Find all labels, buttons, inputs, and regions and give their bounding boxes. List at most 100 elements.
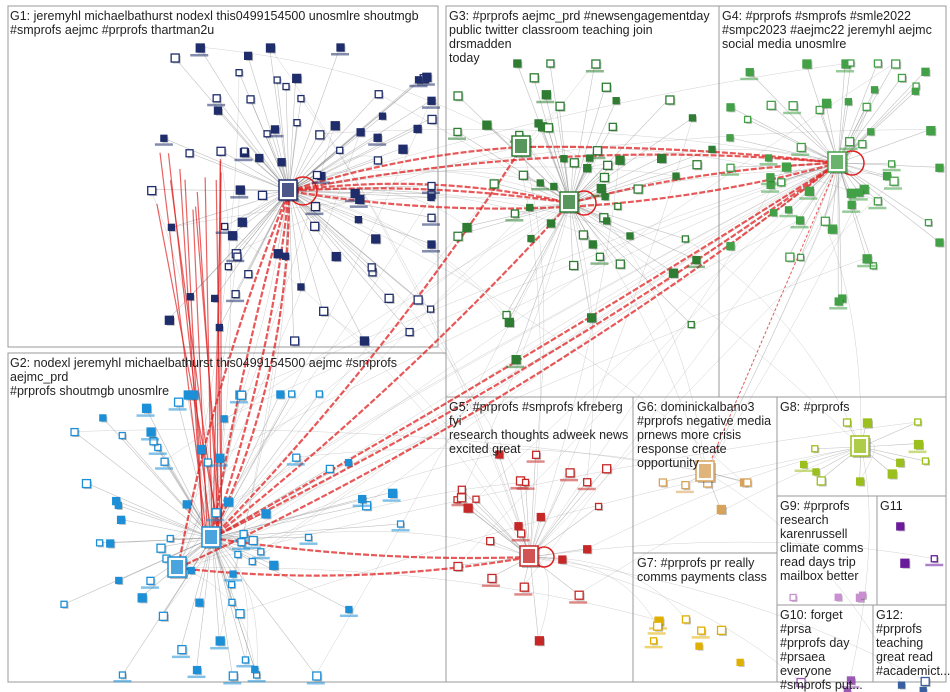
network-node[interactable] [331,122,341,132]
network-node[interactable] [172,646,190,659]
network-node[interactable] [236,70,244,78]
network-node[interactable] [355,217,363,225]
network-node[interactable] [197,446,207,456]
network-node[interactable] [586,60,604,73]
network-node[interactable] [868,129,876,137]
network-node[interactable] [863,103,872,112]
network-node[interactable] [241,148,249,156]
network-node[interactable] [375,91,384,100]
network-node[interactable] [245,52,254,61]
network-node[interactable] [615,203,623,211]
network-node[interactable] [252,549,270,560]
network-node[interactable] [727,135,735,143]
network-node[interactable] [340,607,358,618]
network-node[interactable] [190,391,200,401]
network-node[interactable] [320,307,330,317]
network-node[interactable] [688,322,696,330]
network-node[interactable] [360,337,370,347]
hub-node-g4[interactable] [828,152,848,174]
network-node[interactable] [795,462,813,473]
network-node[interactable] [527,205,535,213]
network-node[interactable] [337,147,345,155]
network-node[interactable] [584,165,593,174]
network-node[interactable] [899,682,907,690]
network-node[interactable] [506,356,524,369]
hub-node-g2[interactable] [168,557,188,579]
network-node[interactable] [118,516,127,525]
network-node[interactable] [645,638,663,649]
network-node[interactable] [791,217,809,229]
network-node[interactable] [183,501,192,510]
network-node[interactable] [778,179,787,188]
network-node[interactable] [505,318,515,328]
network-node[interactable] [225,264,233,272]
network-node[interactable] [399,145,409,155]
network-node[interactable] [212,295,220,303]
network-node[interactable] [165,316,175,326]
network-node[interactable] [171,54,181,64]
network-node[interactable] [97,540,105,548]
network-node[interactable] [673,173,681,181]
network-node[interactable] [368,134,386,146]
network-node[interactable] [422,97,440,109]
network-node[interactable] [235,551,243,559]
network-node[interactable] [278,159,287,168]
network-node[interactable] [556,102,566,112]
network-node[interactable] [274,77,282,85]
network-node[interactable] [428,306,436,314]
network-node[interactable] [307,672,325,685]
hub-node-g3[interactable] [512,136,532,158]
network-node[interactable] [551,183,559,191]
network-node[interactable] [803,60,813,70]
network-node[interactable] [247,96,256,105]
network-node[interactable] [331,44,349,56]
network-node[interactable] [454,92,464,102]
network-node[interactable] [332,253,342,263]
network-node[interactable] [530,74,540,84]
network-node[interactable] [311,222,321,232]
network-node[interactable] [406,329,415,338]
hub-node-g2[interactable] [202,527,222,549]
network-node[interactable] [570,261,580,271]
network-node[interactable] [922,68,931,77]
network-node[interactable] [860,592,868,600]
network-node[interactable] [368,264,377,273]
network-node[interactable] [252,666,259,674]
network-node[interactable] [490,180,500,190]
network-node[interactable] [589,241,598,250]
network-node[interactable] [569,591,587,604]
network-node[interactable] [262,510,272,520]
network-node[interactable] [828,225,838,235]
network-node[interactable] [537,514,546,523]
network-node[interactable] [590,253,608,264]
network-node[interactable] [71,429,80,438]
network-node[interactable] [767,101,777,111]
network-node[interactable] [225,498,235,508]
network-node[interactable] [740,69,758,81]
network-node[interactable] [613,98,621,106]
network-node[interactable] [658,154,668,164]
network-node[interactable] [392,521,410,532]
network-node[interactable] [155,458,173,470]
network-node[interactable] [578,479,596,491]
network-node[interactable] [119,433,127,441]
network-node[interactable] [157,544,167,554]
network-node[interactable] [116,577,124,585]
network-node[interactable] [298,284,306,292]
network-node[interactable] [901,559,911,569]
network-node[interactable] [682,616,691,625]
network-node[interactable] [159,612,169,622]
network-node[interactable] [588,314,598,324]
network-node[interactable] [718,626,728,636]
network-node[interactable] [898,74,907,83]
network-node[interactable] [289,391,297,399]
network-node[interactable] [294,120,302,128]
network-node[interactable] [770,210,778,218]
network-node[interactable] [835,594,843,602]
network-node[interactable] [155,135,173,146]
network-node[interactable] [487,538,496,547]
network-node[interactable] [925,556,943,567]
network-node[interactable] [676,482,694,494]
network-node[interactable] [514,60,523,69]
network-node[interactable] [783,102,801,115]
